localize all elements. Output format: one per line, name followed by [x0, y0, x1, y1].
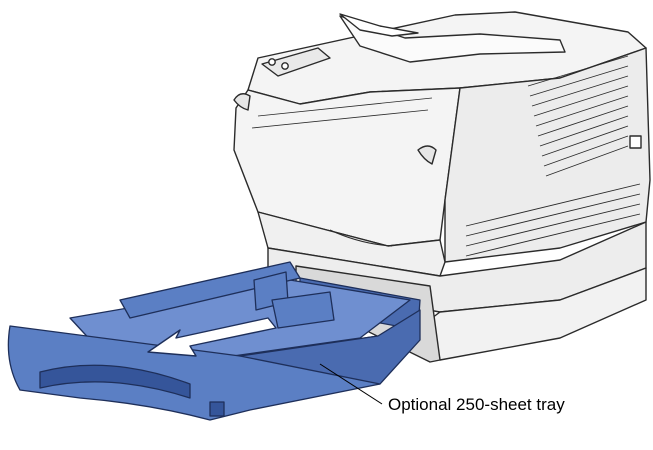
tray-back-wall	[119, 261, 301, 319]
standard-tray-handle	[329, 229, 393, 247]
operator-panel	[261, 47, 331, 77]
paper-level-indicator	[209, 401, 225, 417]
panel-button	[268, 58, 276, 66]
side-vent-grille	[465, 55, 641, 257]
tray-side-panel	[239, 309, 421, 385]
paper-output-bin	[339, 15, 566, 63]
panel-button	[281, 62, 289, 70]
tray-width-guide	[271, 291, 335, 329]
front-cover-groove	[251, 97, 433, 129]
cover-handle	[233, 93, 251, 111]
tray-callout-label: Optional 250-sheet tray	[388, 395, 565, 414]
callout-leader-line	[319, 363, 383, 405]
side-label-icon	[629, 135, 642, 149]
output-tray-paper	[339, 13, 419, 37]
cover-latch	[417, 145, 437, 165]
pull-direction-arrow	[147, 317, 277, 357]
tray-front-handle	[39, 364, 191, 399]
